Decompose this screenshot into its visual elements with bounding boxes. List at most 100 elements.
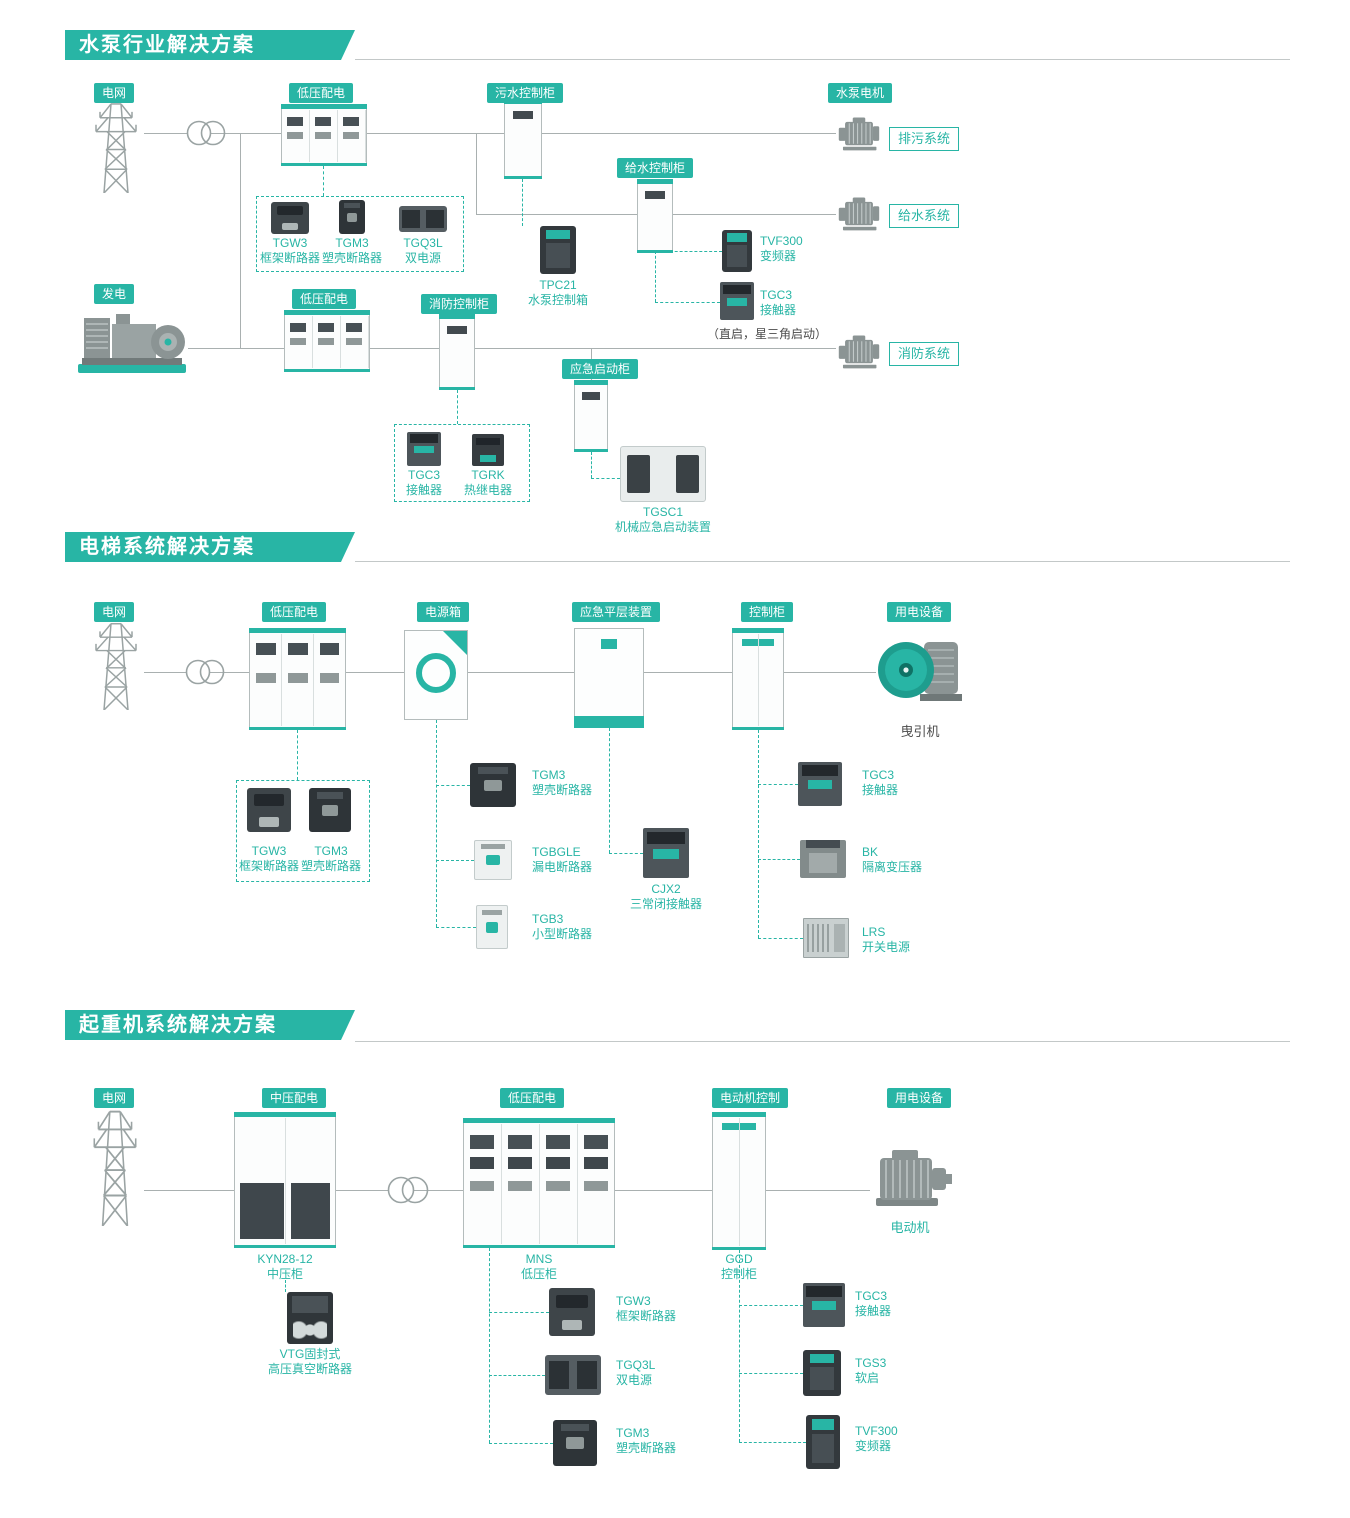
product-label-tgm3: TGM3 塑壳断路器 xyxy=(271,844,391,874)
product-desc: 高压真空断路器 xyxy=(267,1362,352,1376)
traction-machine-label: 曳引机 xyxy=(900,724,940,739)
tgm3-product-image xyxy=(553,1420,597,1466)
dashed-connector-line xyxy=(739,1373,803,1374)
ggd-control-cabinet-image xyxy=(712,1112,766,1250)
tgw3-product-image xyxy=(549,1288,595,1336)
product-desc: 水泵控制箱 xyxy=(527,293,588,307)
dashed-connector-line xyxy=(436,720,437,927)
tgbgle-product-image xyxy=(474,840,512,880)
product-name: VTG固封式 xyxy=(279,1347,341,1361)
cabinet-desc: 低压柜 xyxy=(520,1267,557,1281)
cabinet-lower-panels xyxy=(240,1182,330,1239)
tvf300-product-image xyxy=(806,1415,840,1469)
product-name: TGC3 xyxy=(862,768,895,782)
tgw3-product-image xyxy=(271,202,309,234)
badge-lv-distribution: 低压配电 xyxy=(262,602,327,622)
product-group-box xyxy=(236,780,370,882)
cabinet-desc: 中压柜 xyxy=(266,1267,303,1281)
badge-power-grid: 电网 xyxy=(94,83,135,103)
vtg-breaker-product-image xyxy=(287,1292,333,1344)
product-desc: 变频器 xyxy=(855,1439,892,1453)
sewage-control-cabinet-image xyxy=(504,99,542,179)
badge-leveling-device: 应急平层装置 xyxy=(572,602,661,622)
dashed-connector-line xyxy=(609,853,643,854)
product-desc: 小型断路器 xyxy=(532,927,593,941)
badge-power-box: 电源箱 xyxy=(417,602,470,622)
transmission-tower-icon xyxy=(93,1110,137,1226)
system-box-supply: 给水系统 xyxy=(889,204,959,228)
mv-switchgear-image xyxy=(234,1112,336,1248)
lv-switchgear-image xyxy=(281,104,367,166)
product-name: TGS3 xyxy=(855,1356,887,1370)
product-label-tgc3: TGC3 接触器 xyxy=(364,468,484,498)
product-name: TGQ3L xyxy=(616,1358,656,1372)
product-desc: 接触器 xyxy=(855,1304,892,1318)
transmission-tower-icon xyxy=(95,623,137,710)
dashed-connector-line xyxy=(758,859,800,860)
tgm3-product-image xyxy=(470,763,516,807)
dashed-connector-line xyxy=(655,302,720,303)
cabinet-screen xyxy=(645,191,665,199)
motor-label: 电动机 xyxy=(890,1220,930,1235)
control-cabinet-image xyxy=(732,628,784,730)
cabinet-desc: 控制柜 xyxy=(720,1267,757,1281)
water-control-cabinet-image xyxy=(637,179,673,253)
start-mode-note: （直启，星三角启动） xyxy=(706,327,827,341)
badge-mv-distribution: 中压配电 xyxy=(262,1088,327,1108)
traction-machine-icon xyxy=(878,642,962,701)
product-desc: 接触器 xyxy=(760,303,797,317)
product-desc: 塑壳断路器 xyxy=(300,859,361,873)
connector-line xyxy=(144,133,836,134)
dashed-connector-line xyxy=(436,785,470,786)
tgc3-product-image xyxy=(798,762,842,806)
lv-switchgear-image xyxy=(249,628,346,730)
transformer-icon xyxy=(186,120,226,146)
tpc21-product-image xyxy=(540,226,576,274)
product-label-tgq3l: TGQ3L 双电源 xyxy=(616,1358,655,1388)
product-desc: 塑壳断路器 xyxy=(321,251,382,265)
product-desc: 变频器 xyxy=(760,249,797,263)
product-desc: 软启 xyxy=(855,1371,880,1385)
cabinet-name: MNS xyxy=(525,1252,553,1266)
dashed-connector-line xyxy=(655,251,656,302)
product-desc: 双电源 xyxy=(616,1373,653,1387)
tgm3-product-image xyxy=(309,788,351,832)
badge-pump-motor: 水泵电机 xyxy=(828,83,893,103)
product-name: TVF300 xyxy=(760,234,803,248)
product-label-bk: BK 隔离变压器 xyxy=(862,845,922,875)
section1-title-banner: 水泵行业解决方案 xyxy=(65,30,355,60)
section3-banner-rule xyxy=(355,1041,1290,1042)
tgs3-softstarter-product-image xyxy=(803,1350,841,1396)
dashed-connector-line xyxy=(457,390,458,424)
motor-icon xyxy=(838,117,880,151)
product-name: TGM3 xyxy=(314,844,348,858)
transmission-tower-icon xyxy=(95,103,137,193)
badge-motor-control: 电动机控制 xyxy=(712,1088,789,1108)
product-label-tgw3: TGW3 框架断路器 xyxy=(616,1294,676,1324)
section2-title-banner: 电梯系统解决方案 xyxy=(65,532,355,562)
product-label-lrs: LRS 开关电源 xyxy=(862,925,910,955)
tgsc1-product-image xyxy=(620,446,706,502)
section1-banner-rule xyxy=(355,59,1290,60)
product-desc: 机械应急启动装置 xyxy=(614,520,711,534)
badge-fire-cabinet: 消防控制柜 xyxy=(421,294,498,314)
product-name: TGC3 xyxy=(855,1289,888,1303)
product-label-tgm3: TGM3 塑壳断路器 xyxy=(292,236,412,266)
product-label-tgw3: TGW3 框架断路器 xyxy=(209,844,329,874)
system-box-fire: 消防系统 xyxy=(889,342,959,366)
tgrk-product-image xyxy=(472,434,504,466)
product-group-box xyxy=(394,424,530,502)
product-name: TGQ3L xyxy=(403,236,443,250)
lv-switchgear-image xyxy=(284,310,370,372)
dashed-connector-line xyxy=(297,730,298,780)
product-label-vtg: VTG固封式 高压真空断路器 xyxy=(250,1347,370,1377)
product-name: TGC3 xyxy=(407,468,440,482)
product-name: TGW3 xyxy=(272,236,308,250)
cabinet-label-kyn: KYN28-12 中压柜 xyxy=(225,1252,345,1282)
badge-electric-device: 用电设备 xyxy=(887,602,952,622)
product-desc: 双电源 xyxy=(404,251,441,265)
product-label-tgc3: TGC3 接触器 xyxy=(862,768,898,798)
dashed-connector-line xyxy=(489,1312,549,1313)
dashed-connector-line xyxy=(758,730,759,938)
